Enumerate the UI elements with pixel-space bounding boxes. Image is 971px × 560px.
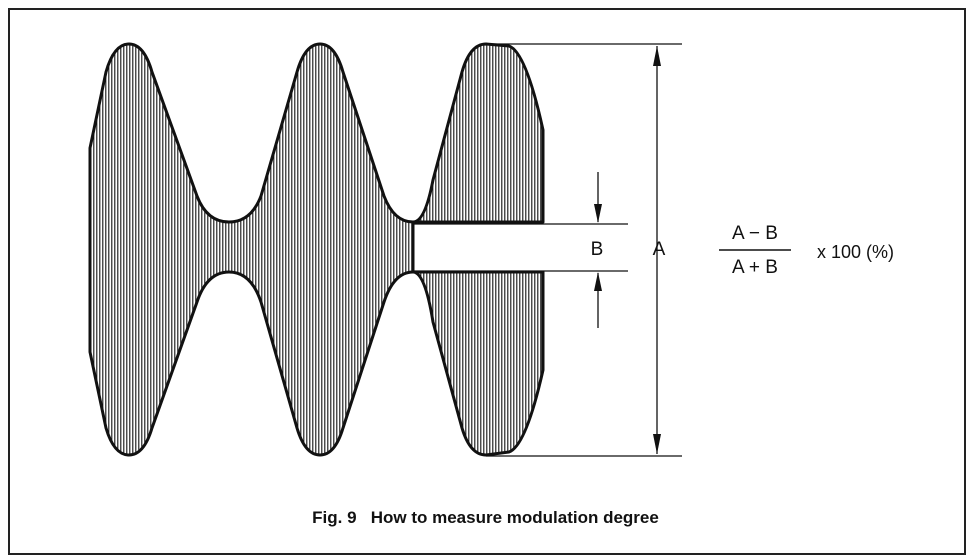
formula-multiplier: x 100 (%): [817, 242, 894, 262]
b-bottom-arrow: [594, 272, 602, 291]
waveform-envelope: [88, 42, 545, 457]
figure-caption: Fig. 9 How to measure modulation degree: [312, 508, 659, 527]
a-bottom-arrow: [653, 434, 661, 454]
formula-denominator: A + B: [732, 257, 778, 278]
formula-numerator: A − B: [732, 223, 778, 244]
figure-frame: [8, 8, 966, 555]
label-b: B: [591, 239, 604, 260]
b-top-arrow: [594, 204, 602, 223]
a-top-arrow: [653, 46, 661, 66]
label-a: A: [653, 239, 666, 260]
